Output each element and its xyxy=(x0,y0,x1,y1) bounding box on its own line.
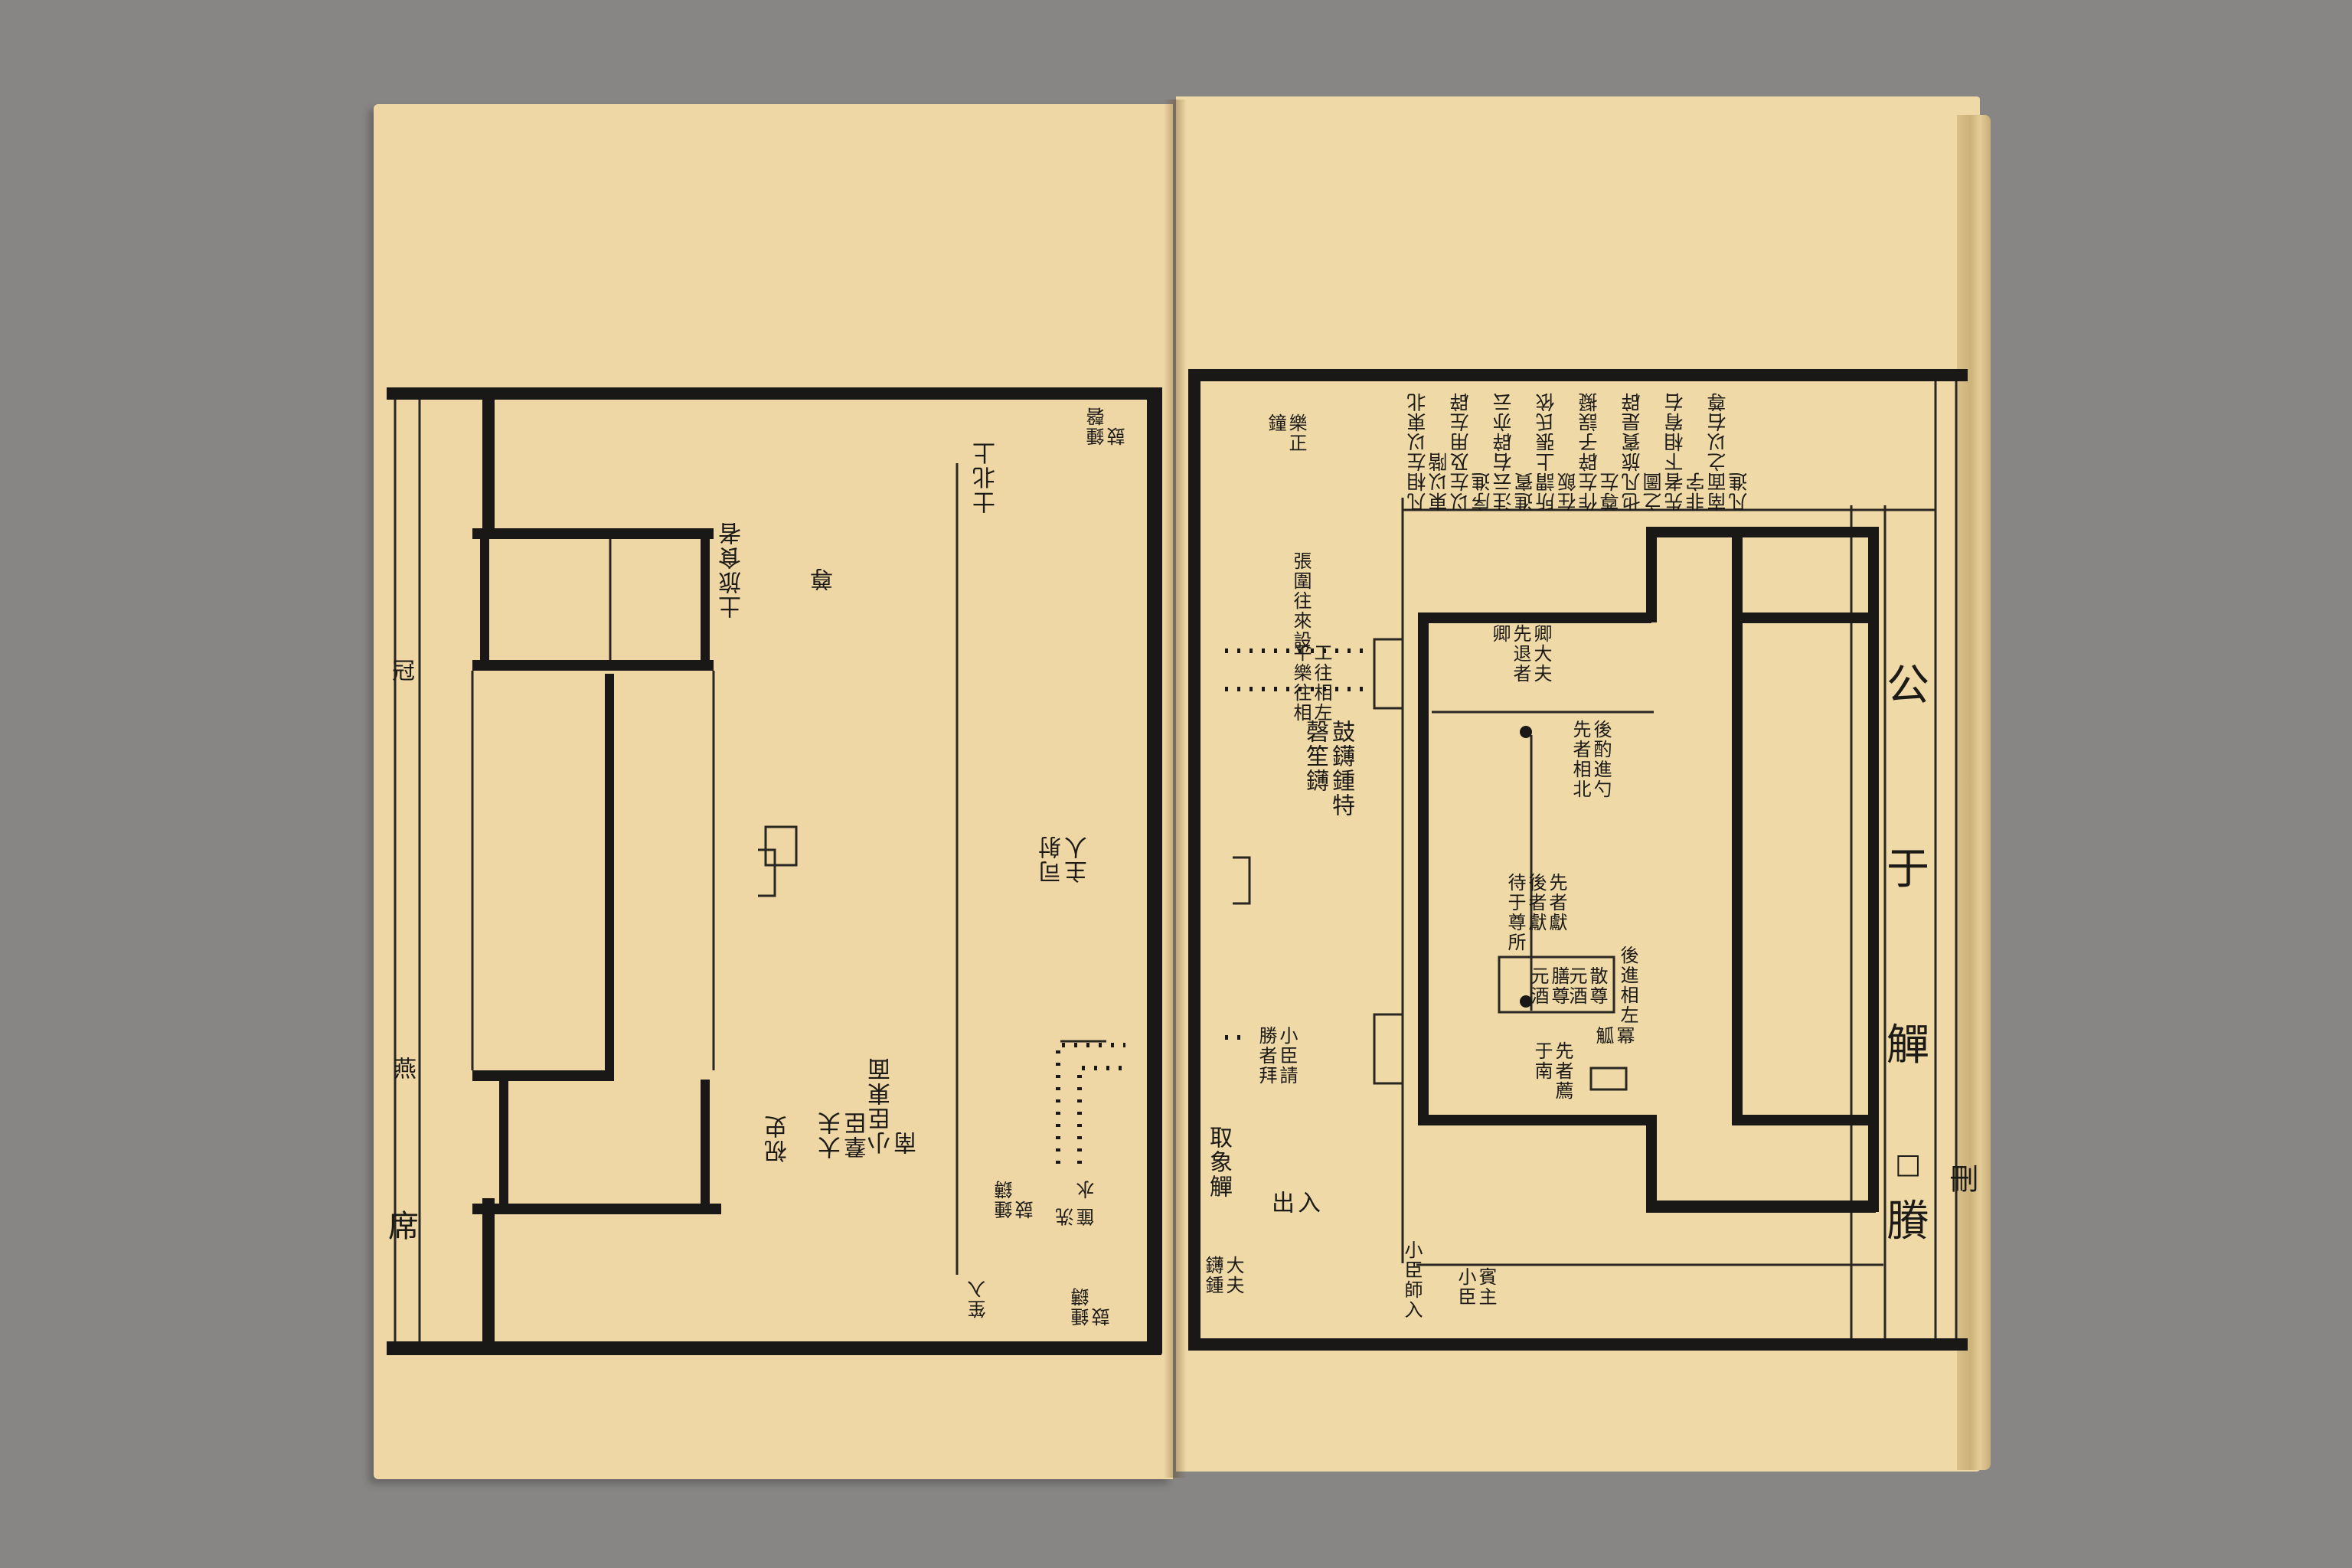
right-page xyxy=(1176,96,1980,1472)
left-hall xyxy=(472,528,721,1214)
left-page xyxy=(374,104,1173,1479)
left-margin-lines xyxy=(394,400,959,1341)
label-ru-chu: 入 出 xyxy=(1267,1191,1320,1215)
right-dotted-path xyxy=(1225,648,1372,1040)
label-zhu-shi: 祝史 xyxy=(765,1114,792,1163)
right-outline xyxy=(1233,381,1958,1338)
label-hou-zhuo: 後酌進勺 先者相北 xyxy=(1570,720,1612,799)
label-gu-bo-zhong: 鼓鑮鍾特 磬笙鑮 xyxy=(1302,720,1354,818)
label-xian-zhe-jian: 先者薦 于南 xyxy=(1531,1041,1573,1101)
label-hou-jin: 後進相左 xyxy=(1617,946,1638,1025)
annotation-line: 所謂上張氏依在飯 xyxy=(1535,392,1579,511)
label-bai-zhe: 小臣請 勝者拜 xyxy=(1256,1026,1298,1086)
label-zhang-wei: 張圍往來設 xyxy=(1290,551,1312,651)
title-char: 觶 xyxy=(1886,1021,1929,1070)
annotation-line: 南面之以右尊凡進 xyxy=(1707,392,1750,511)
left-hall-thin xyxy=(471,539,1106,1070)
label-fu-gu: 冪 觚 xyxy=(1592,1026,1635,1046)
label-yue-zheng: 樂正 鐘 xyxy=(1265,413,1307,453)
label-da-fu-jie: 大夫 鑮鍾 xyxy=(1202,1256,1244,1295)
label-bin-zhu: 賓主 小臣 xyxy=(1455,1267,1497,1307)
label-da-fu: 大夫 羣臣 xyxy=(818,1110,871,1159)
annotation-line: 以左及用左辟序進 xyxy=(1449,392,1493,511)
annotation-line: 注云右辟亦云進賓 xyxy=(1492,392,1536,511)
label-xiao-chen: 小臣東面 南 xyxy=(868,1057,921,1155)
annotation-line: 先者下相宥右非字 xyxy=(1664,392,1707,511)
label-sheng-ru: 笙入 xyxy=(968,1279,989,1318)
margin-label-guan: 冠 xyxy=(387,658,414,683)
margin-label-yan: 燕 xyxy=(389,1057,416,1081)
label-shan-zun: 膳尊 元酒 xyxy=(1527,966,1570,1006)
label-qing-bo: 鍾磬 鼓 xyxy=(1086,406,1129,446)
label-san-zun: 散尊 元酒 xyxy=(1566,966,1608,1006)
left-dotted-path xyxy=(1056,1043,1125,1164)
right-hall xyxy=(1418,527,1879,1213)
title-char: 公 xyxy=(1886,661,1929,710)
label-zun: 尊 xyxy=(811,567,838,591)
edge-mark: 刪 xyxy=(1945,1164,1978,1194)
left-frame xyxy=(387,387,1162,1355)
label-xiao-chen-ru: 小臣師入 xyxy=(1401,1240,1423,1320)
label-shi-lv-shi-zhe: 土旅食者 xyxy=(719,521,746,619)
label-zhong-bo-gu: 鍾鑮 鼓 xyxy=(995,1179,1037,1219)
header-annotation: 凡相左以東北東以階 以左及用左辟序進 注云右辟亦云進賓 所謂上張氏依在飯 作左辟… xyxy=(1406,389,1750,511)
right-frame xyxy=(1188,369,1968,1351)
margin-label-shi: 席 xyxy=(383,1210,418,1242)
label-xi-fei-shui: 洗 篚 水 xyxy=(1056,1179,1098,1227)
label-xian-zhe-xian: 先者獻 後者獻 待于尊所 xyxy=(1504,873,1567,952)
annotation-line: 凡相左以東北東以階 xyxy=(1406,392,1450,511)
page-edges xyxy=(1957,115,1991,1470)
annotation-line: 也凡旅賓是辟之圖 xyxy=(1621,392,1664,511)
title-char: 于 xyxy=(1886,844,1929,894)
folio-mark: □ xyxy=(1894,1148,1921,1180)
annotation-line: 作左辟子誤擬尊左 xyxy=(1578,392,1622,511)
label-si-she-zhu-ren: 司射 主人 xyxy=(1039,835,1092,884)
label-bo-gu: 鍾鑮 鼓 xyxy=(1071,1286,1113,1326)
label-gong-wang: 工往相左 平樂往相 xyxy=(1290,643,1332,723)
label-qu-xiang-zhi: 取象觶 xyxy=(1205,1125,1232,1199)
title-char: 賸 xyxy=(1886,1197,1929,1246)
label-shi-bei-shang: 士北上 xyxy=(973,440,1000,514)
book-spine xyxy=(1164,100,1187,1478)
label-qing-da-fu: 卿大夫 先退者 卿 xyxy=(1489,624,1552,684)
